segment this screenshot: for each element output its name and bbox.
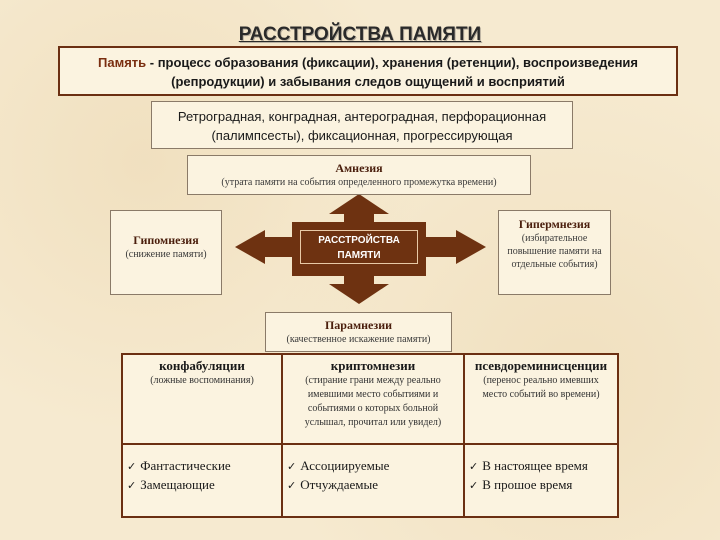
table-header-cell: криптомнезии (стирание грани между реаль… bbox=[281, 353, 465, 445]
amnesia-desc: (утрата памяти на события определенного … bbox=[221, 177, 497, 188]
hypermnesia-title: Гипермнезия bbox=[518, 217, 591, 231]
table-header-row: конфабуляции (ложные воспоминания) крипт… bbox=[121, 353, 619, 445]
node-paramnesia: Парамнезии (качественное искажение памят… bbox=[265, 312, 452, 352]
amnesia-types-box: Ретроградная, конградная, антероградная,… bbox=[151, 101, 573, 149]
checkmark-icon: ✓ bbox=[287, 479, 297, 492]
column-title: псевдореминисценции bbox=[474, 358, 608, 373]
table-items-cell: ✓Фантастические ✓Замещающие bbox=[121, 443, 283, 518]
list-item: ✓В настоящее время bbox=[469, 458, 588, 473]
paramnesia-title: Парамнезии bbox=[324, 318, 393, 332]
table-items-row: ✓Фантастические ✓Замещающие ✓Ассоциируем… bbox=[121, 443, 619, 518]
table-items-cell: ✓В настоящее время ✓В прошое время bbox=[463, 443, 619, 518]
list-item: ✓Ассоциируемые bbox=[287, 458, 390, 473]
list-item: ✓Отчуждаемые bbox=[287, 477, 379, 492]
checkmark-icon: ✓ bbox=[127, 479, 137, 492]
checkmark-icon: ✓ bbox=[469, 479, 479, 492]
definition-term: Память bbox=[98, 55, 147, 70]
table-header-cell: псевдореминисценции (перенос реально име… bbox=[463, 353, 619, 445]
arrow-down bbox=[329, 276, 389, 304]
checkmark-icon: ✓ bbox=[287, 460, 297, 473]
page-title: РАССТРОЙСТВА ПАМЯТИ bbox=[238, 24, 482, 45]
column-desc: (ложные воспоминания) bbox=[150, 375, 254, 386]
column-title: конфабуляции bbox=[159, 358, 245, 373]
arrow-right bbox=[426, 230, 486, 264]
table-items-cell: ✓Ассоциируемые ✓Отчуждаемые bbox=[281, 443, 465, 518]
table-header-cell: конфабуляции (ложные воспоминания) bbox=[121, 353, 283, 445]
node-hypomnesia: Гипомнезия (снижение памяти) bbox=[110, 210, 222, 295]
node-amnesia: Амнезия (утрата памяти на события опреде… bbox=[187, 155, 531, 195]
list-item: ✓Замещающие bbox=[127, 477, 215, 492]
center-label: РАССТРОЙСТВА ПАМЯТИ bbox=[300, 230, 418, 264]
definition-text: - процесс образования (фиксации), хранен… bbox=[146, 55, 638, 89]
hypomnesia-desc: (снижение памяти) bbox=[125, 249, 207, 260]
node-hypermnesia: Гипермнезия (избирательное повышение пам… bbox=[498, 210, 611, 295]
checkmark-icon: ✓ bbox=[127, 460, 137, 473]
paramnesia-desc: (качественное искажение памяти) bbox=[286, 334, 431, 345]
center-box bbox=[292, 222, 426, 276]
checkmark-icon: ✓ bbox=[469, 460, 479, 473]
column-desc: (перенос реально имевших место событий в… bbox=[482, 375, 600, 400]
list-item: ✓В прошое время bbox=[469, 477, 573, 492]
column-title: криптомнезии bbox=[330, 358, 416, 373]
amnesia-title: Амнезия bbox=[335, 161, 383, 175]
arrow-left bbox=[235, 230, 292, 264]
arrow-up bbox=[329, 194, 389, 222]
hypomnesia-title: Гипомнезия bbox=[133, 233, 199, 247]
list-item: ✓Фантастические bbox=[127, 458, 231, 473]
hypermnesia-desc: (избирательное повышение памяти на отдел… bbox=[507, 233, 602, 270]
column-desc: (стирание грани между реально имевшими м… bbox=[304, 375, 442, 428]
paramnesia-table: конфабуляции (ложные воспоминания) крипт… bbox=[121, 353, 619, 518]
definition-box: Память - процесс образования (фиксации),… bbox=[58, 46, 678, 96]
